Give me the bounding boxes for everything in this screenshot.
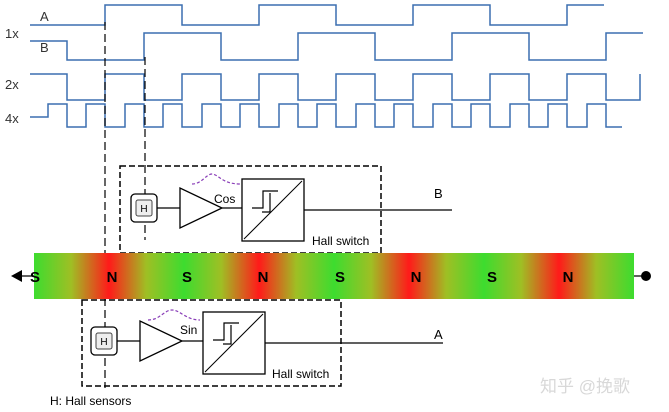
amplifier-top — [179, 186, 224, 230]
waveform-4x — [30, 103, 622, 128]
hall-switch-top — [241, 178, 305, 242]
hall-sensor-top: H — [130, 193, 158, 223]
filter-bottom-label: Sin — [180, 323, 197, 337]
waveform-b — [30, 32, 643, 61]
watermark: 知乎 @挽歌 — [540, 377, 630, 396]
magnet-pole-8: N — [563, 269, 574, 286]
waveform-a — [30, 4, 604, 26]
hall-sensor-top-label: H — [140, 204, 147, 215]
signal-1x-label: 1x — [5, 26, 19, 41]
axis-end-dot-icon — [641, 271, 651, 281]
hall-sensor-bottom: H — [90, 326, 118, 356]
waveform-2x — [30, 73, 641, 101]
magnet-pole-3: S — [182, 269, 192, 286]
magnet-pole-1: S — [30, 269, 40, 286]
hall-switch-bottom — [202, 311, 266, 375]
magnet-pole-6: N — [411, 269, 422, 286]
signal-b-label: B — [40, 40, 49, 55]
signal-2x-label: 2x — [5, 77, 19, 92]
amplifier-bottom — [139, 319, 184, 363]
hall-switch-bottom-label: Hall switch — [272, 367, 329, 381]
hall-switch-top-label: Hall switch — [312, 234, 369, 248]
filter-top-label: Cos — [214, 192, 235, 206]
legend-hall-sensors: H: Hall sensors — [50, 394, 131, 408]
cos-signal-icon — [191, 173, 241, 185]
hall-sensor-bottom-label: H — [100, 337, 107, 348]
magnet-pole-7: S — [487, 269, 497, 286]
output-a-label: A — [434, 327, 443, 342]
output-b-label: B — [434, 186, 443, 201]
signal-a-label: A — [40, 9, 49, 24]
arrow-left-icon — [11, 270, 22, 282]
sin-signal-icon — [147, 309, 201, 321]
magnet-pole-4: N — [258, 269, 269, 286]
magnet-pole-2: N — [107, 269, 118, 286]
signal-4x-label: 4x — [5, 111, 19, 126]
magnet-pole-5: S — [335, 269, 345, 286]
magnet-strip — [34, 253, 634, 299]
